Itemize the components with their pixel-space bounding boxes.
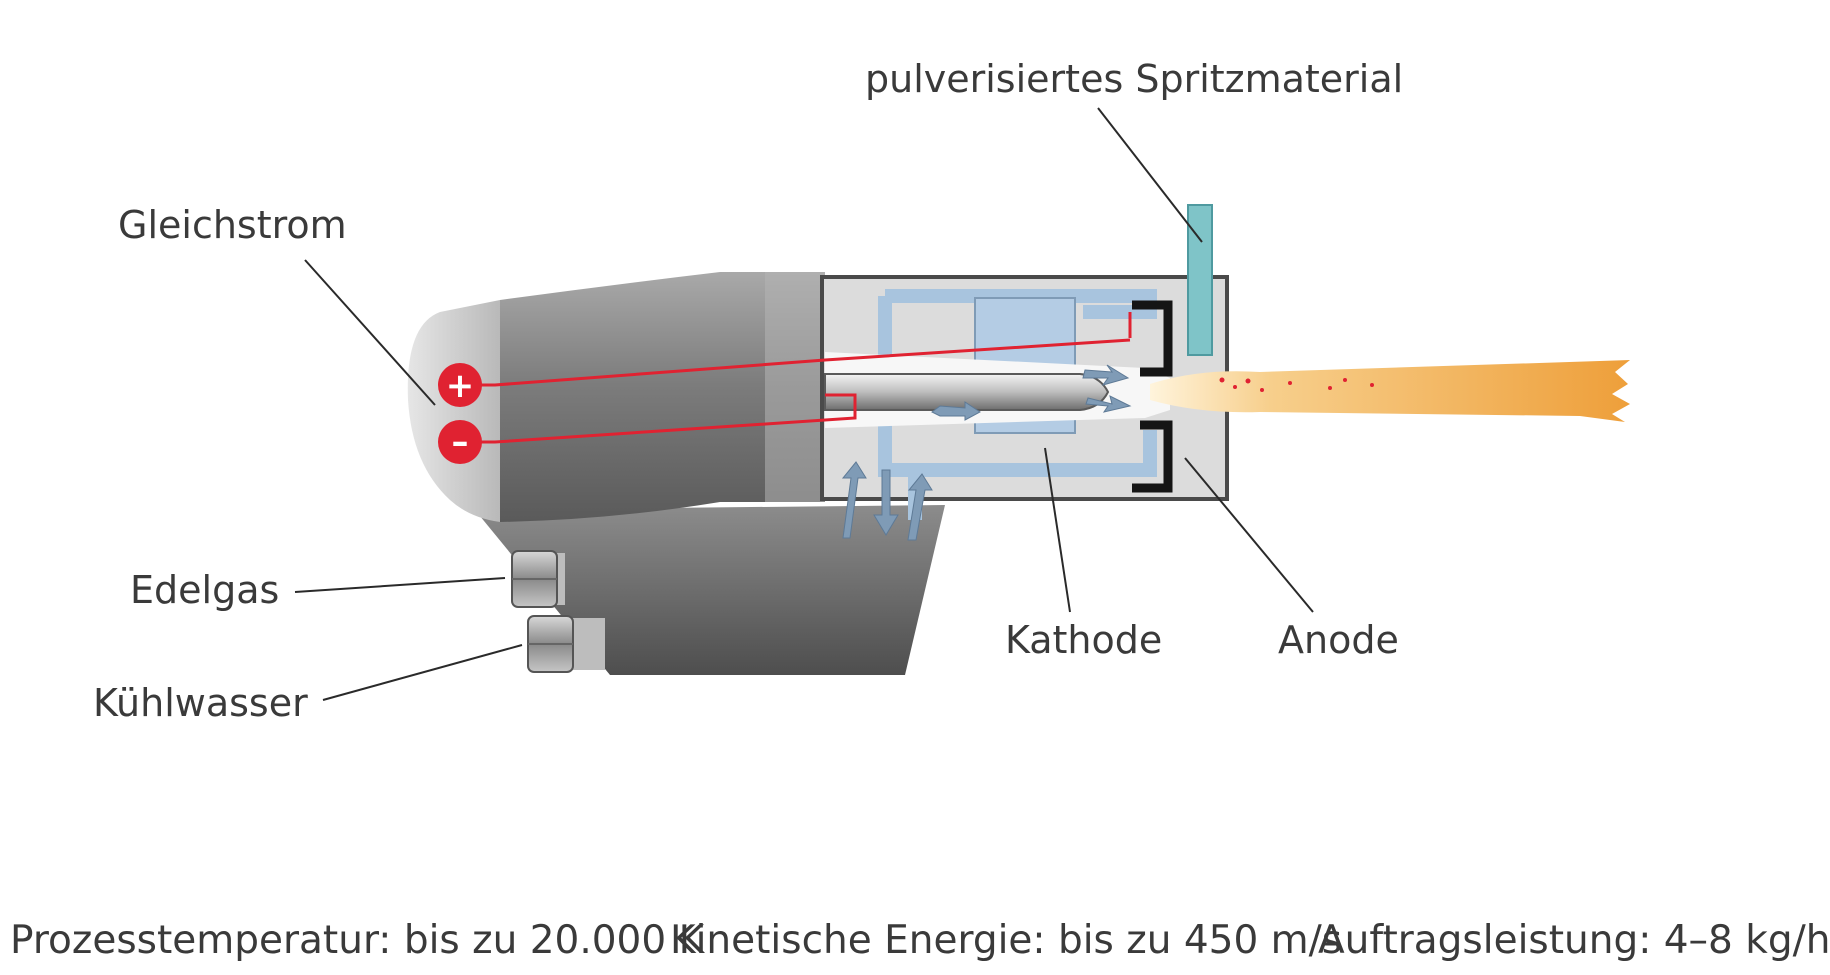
label-noble-gas: Edelgas — [130, 568, 279, 612]
leader-cathode — [1044, 447, 1071, 613]
spray-jet — [1150, 360, 1630, 422]
arrow-down-1 — [873, 469, 899, 536]
leader-anode — [1184, 457, 1314, 613]
label-cathode: Kathode — [1005, 618, 1162, 662]
torch-back-cap — [407, 300, 500, 522]
label-cooling-water: Kühlwasser — [93, 681, 308, 725]
label-powder: pulverisiertes Spritzmaterial — [865, 57, 1403, 101]
torch-body — [500, 272, 825, 522]
arrow-jet-mid — [1085, 395, 1132, 413]
noble-gas-fitting — [511, 550, 565, 608]
spec-kinetic-energy: Kinetische Energie: bis zu 450 m/s — [670, 918, 1343, 963]
leader-cooling-water — [322, 644, 523, 701]
spec-deposition-rate: Auftragsleistung: 4–8 kg/h — [1318, 918, 1830, 963]
arrow-up-2 — [907, 473, 933, 541]
leader-noble-gas — [294, 577, 506, 593]
arrow-right-1 — [931, 401, 981, 421]
negative-wire — [462, 393, 857, 444]
arrow-up-1 — [841, 461, 867, 539]
leader-powder — [1097, 107, 1203, 243]
label-anode: Anode — [1278, 618, 1399, 662]
leader-lines — [294, 107, 1314, 701]
cooling-water-fitting — [527, 615, 605, 673]
minus-sign: – — [452, 422, 469, 462]
arrow-jet-upper — [1082, 364, 1130, 386]
anode-lower — [1132, 420, 1173, 493]
plus-sign: + — [446, 366, 475, 406]
gas-flow-arrows — [841, 364, 1132, 541]
leader-dc — [304, 259, 436, 406]
spec-temperature: Prozesstemperatur: bis zu 20.000 K — [10, 918, 705, 963]
spray-particles — [1219, 377, 1374, 392]
anode-upper — [1132, 300, 1173, 377]
process-specs: Prozesstemperatur: bis zu 20.000 K Kinet… — [0, 918, 1830, 968]
positive-terminal: + — [438, 363, 482, 407]
negative-terminal: – — [438, 420, 482, 464]
label-dc: Gleichstrom — [118, 203, 347, 247]
